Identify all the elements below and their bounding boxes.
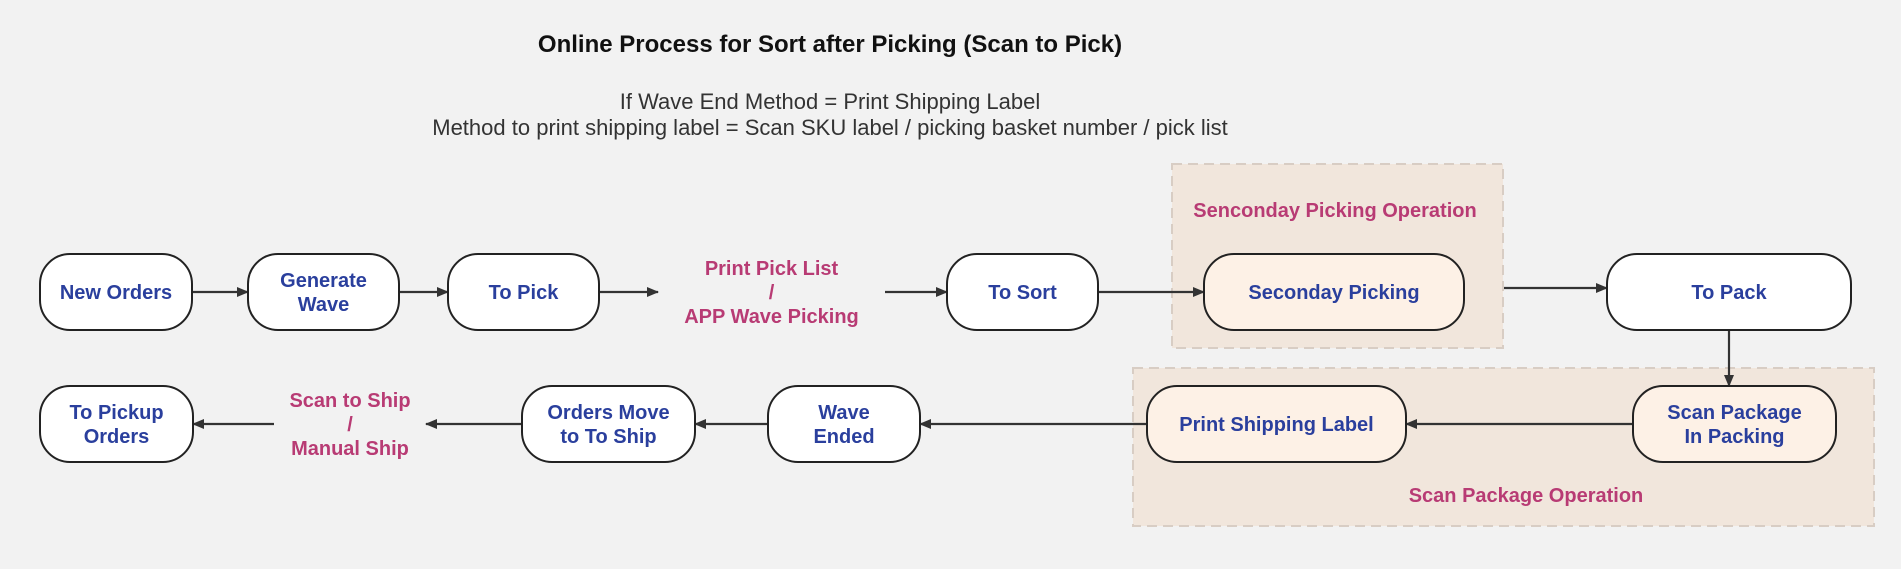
node-print-pick-list-label-line-3: APP Wave Picking — [684, 306, 859, 328]
node-print-pick-list-label-line-1: Print Pick List — [705, 258, 839, 280]
flow-edges — [192, 283, 1734, 429]
node-scan-package-label-line-2: In Packing — [1684, 426, 1784, 448]
node-to-pickup-orders-label-line-1: To Pickup — [69, 402, 163, 424]
node-to-pack: To Pack — [1606, 253, 1852, 331]
node-print-shipping-label-label-line-1: Print Shipping Label — [1179, 414, 1373, 436]
secondary-picking-group-label: Senconday Picking Operation — [1193, 200, 1476, 222]
node-wave-ended-label-line-1: Wave — [818, 402, 870, 424]
node-to-sort-label-line-1: To Sort — [988, 282, 1057, 304]
subtitle-line-1: If Wave End Method = Print Shipping Labe… — [620, 89, 1041, 114]
node-wave-ended-box — [767, 385, 921, 463]
node-scan-to-ship-label-line-2: / — [347, 414, 353, 436]
node-new-orders-box — [39, 253, 193, 331]
node-scan-to-ship-label-line-1: Scan to Ship — [289, 390, 410, 412]
node-wave-ended-label-line-2: Ended — [813, 426, 874, 448]
node-scan-package-label-line-1: Scan Package — [1667, 402, 1802, 424]
node-print-shipping-label: Print Shipping Label — [1146, 385, 1407, 463]
subtitle-line-2: Method to print shipping label = Scan SK… — [432, 115, 1227, 140]
node-print-shipping-label-box — [1146, 385, 1407, 463]
node-scan-to-ship-label-line-3: Manual Ship — [291, 438, 409, 460]
scan-package-group-label: Scan Package Operation — [1409, 485, 1644, 507]
node-to-pick: To Pick — [447, 253, 600, 331]
node-to-pack-label-line-1: To Pack — [1691, 282, 1767, 304]
node-orders-move-label-line-1: Orders Move — [547, 402, 669, 424]
node-to-pick-box — [447, 253, 600, 331]
node-print-pick-list: Print Pick List/APP Wave Picking — [684, 258, 859, 328]
node-new-orders-label-line-1: New Orders — [60, 282, 172, 304]
node-to-pickup-orders-label-line-2: Orders — [84, 426, 150, 448]
node-print-pick-list-label-line-2: / — [769, 282, 775, 304]
node-secondary-picking-label-line-1: Seconday Picking — [1248, 282, 1419, 304]
node-to-pack-box — [1606, 253, 1852, 331]
node-to-sort: To Sort — [946, 253, 1099, 331]
node-secondary-picking-box — [1203, 253, 1465, 331]
node-generate-wave-label-line-2: Wave — [298, 294, 350, 316]
node-scan-package-box — [1632, 385, 1837, 463]
node-generate-wave-box — [247, 253, 400, 331]
node-secondary-picking: Seconday Picking — [1203, 253, 1465, 331]
diagram-title: Online Process for Sort after Picking (S… — [538, 31, 1122, 58]
node-orders-move-label-line-2: to To Ship — [560, 426, 656, 448]
node-scan-to-ship: Scan to Ship/Manual Ship — [289, 390, 410, 460]
node-new-orders: New Orders — [39, 253, 193, 331]
node-to-pick-label-line-1: To Pick — [489, 282, 560, 304]
node-generate-wave-label-line-1: Generate — [280, 270, 367, 292]
node-orders-move-box — [521, 385, 696, 463]
node-to-sort-box — [946, 253, 1099, 331]
node-to-pickup-orders-box — [39, 385, 194, 463]
